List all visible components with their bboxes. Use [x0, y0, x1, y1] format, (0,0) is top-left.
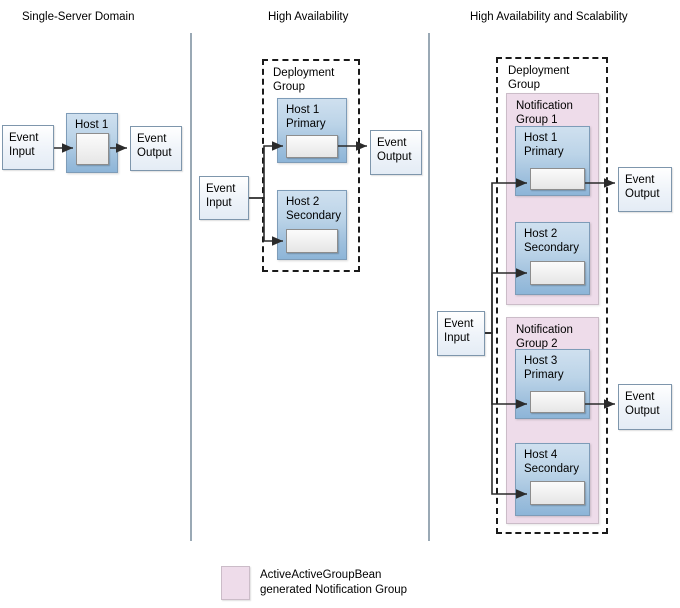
- legend-label-line1: ActiveActiveGroupBean: [260, 569, 382, 581]
- p1-host-1-server: [76, 133, 109, 165]
- p3-event-output-2[interactable]: Event Output: [618, 384, 672, 430]
- p3-notification-group-1-line1: Notification: [516, 100, 573, 112]
- p3-event-output-2-line2: Output: [625, 405, 660, 417]
- p2-deployment-group-label-line2: Group: [273, 81, 305, 93]
- panel-title-high-availability-scalability: High Availability and Scalability: [470, 11, 628, 23]
- p2-host-1-line1: Host 1: [286, 104, 320, 116]
- p3-host-3-server: [530, 391, 585, 413]
- p1-event-output-line2: Output: [137, 147, 172, 159]
- panel-separator-1: [190, 33, 192, 541]
- p3-host-1-server: [530, 168, 585, 190]
- p1-host-1-line1: Host 1: [75, 119, 109, 131]
- p3-event-input-line1: Event: [444, 318, 474, 330]
- p3-event-output-1-line1: Event: [625, 174, 655, 186]
- p1-event-input[interactable]: Event Input: [2, 125, 54, 170]
- p2-event-output-line2: Output: [377, 151, 412, 163]
- p3-host-4-line2: Secondary: [524, 463, 579, 475]
- legend-label-line2: generated Notification Group: [260, 584, 408, 596]
- p2-event-input[interactable]: Event Input: [199, 176, 249, 220]
- p3-host-2-line2: Secondary: [524, 242, 579, 254]
- p3-host-3-line1: Host 3: [524, 355, 558, 367]
- p2-event-output-line1: Event: [377, 137, 407, 149]
- p2-host-1-line2: Primary: [286, 118, 326, 130]
- p3-deployment-group-label-line2: Group: [508, 79, 540, 91]
- p2-event-output[interactable]: Event Output: [370, 130, 422, 175]
- p2-event-input-line1: Event: [206, 183, 236, 195]
- legend-swatch-notification-group: [221, 566, 250, 600]
- p3-event-input-line2: Input: [444, 332, 470, 344]
- p3-event-output-1[interactable]: Event Output: [618, 167, 672, 212]
- p2-host-2-line1: Host 2: [286, 196, 320, 208]
- p3-notification-group-1-line2: Group 1: [516, 114, 558, 126]
- legend-label: ActiveActiveGroupBean generated Notifica…: [260, 568, 407, 598]
- panel-title-single-server: Single-Server Domain: [22, 11, 135, 23]
- p3-host-4-secondary[interactable]: Host 4 Secondary: [515, 443, 590, 516]
- p1-event-input-line2: Input: [9, 146, 35, 158]
- p1-event-output-line1: Event: [137, 133, 167, 145]
- p3-host-1-line2: Primary: [524, 146, 564, 158]
- p3-host-1-line1: Host 1: [524, 132, 558, 144]
- p3-event-input[interactable]: Event Input: [437, 311, 485, 356]
- p3-host-4-line1: Host 4: [524, 449, 558, 461]
- p2-host-1-server: [286, 135, 338, 158]
- p3-host-2-line1: Host 2: [524, 228, 558, 240]
- p2-host-2-line2: Secondary: [286, 210, 341, 222]
- p3-host-3-line2: Primary: [524, 369, 564, 381]
- panel-title-high-availability: High Availability: [268, 11, 349, 23]
- p2-deployment-group-label-line1: Deployment: [273, 67, 335, 79]
- p2-event-input-line2: Input: [206, 197, 232, 209]
- panel-separator-2: [428, 33, 430, 541]
- p2-host-2-server: [286, 229, 338, 253]
- p3-notification-group-2-line1: Notification: [516, 324, 573, 336]
- p3-event-output-2-line1: Event: [625, 391, 655, 403]
- p3-deployment-group-label-line1: Deployment: [508, 65, 570, 77]
- p3-host-2-server: [530, 261, 585, 285]
- p1-event-input-line1: Event: [9, 132, 39, 144]
- p3-host-4-server: [530, 481, 585, 505]
- p3-event-output-1-line2: Output: [625, 188, 660, 200]
- p1-event-output[interactable]: Event Output: [130, 126, 182, 171]
